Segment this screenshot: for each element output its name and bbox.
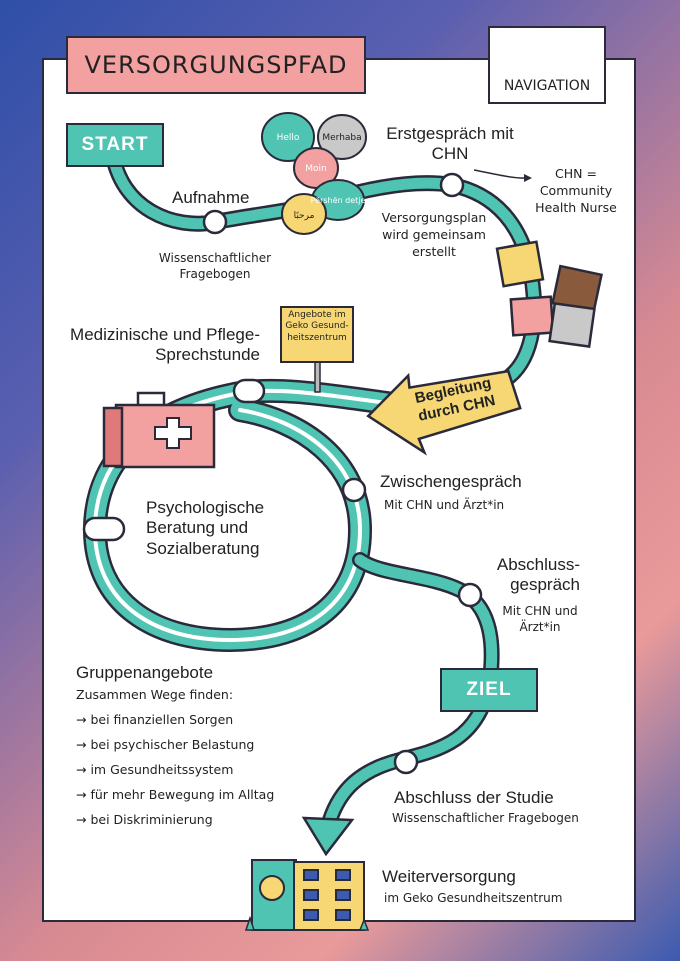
bubble-moin: Moin — [305, 164, 326, 174]
milestone-aufnahme — [202, 209, 228, 235]
begleitung-arrow-icon — [366, 369, 522, 456]
gruppen-section: Gruppenangebote Zusammen Wege finden: → … — [76, 663, 316, 837]
label-chn-note: CHN = Community Health Nurse — [535, 166, 617, 215]
bubble-hello: Hello — [277, 133, 300, 143]
list-item: → bei psychischer Belastung — [76, 737, 255, 753]
label-zwischen: Zwischengespräch — [380, 472, 522, 491]
milestone-psycho — [82, 516, 126, 542]
gruppen-list: → bei finanziellen Sorgen → bei psychisc… — [76, 712, 316, 828]
list-item: → für mehr Bewegung im Alltag — [76, 786, 275, 802]
label-weiter-sub: im Geko Gesundheitszentrum — [384, 891, 563, 905]
puzzle-icon — [495, 240, 603, 349]
label-aufnahme: Aufnahme — [172, 188, 250, 207]
list-item: → bei Diskriminierung — [76, 811, 213, 827]
gruppen-intro: Zusammen Wege finden: — [76, 687, 234, 703]
bubble-pershendetje: Përshën detje — [311, 196, 366, 205]
navigation-label: NAVIGATION — [503, 78, 591, 94]
label-studie-sub: Wissenschaftlicher Fragebogen — [392, 811, 579, 825]
milestone-abschluss — [457, 582, 483, 608]
bubble-merhaba: Merhaba — [322, 133, 361, 143]
page-title: VERSORGUNGSPFAD — [66, 36, 366, 94]
label-psycho: Psychologische Beratung und Sozialberatu… — [146, 498, 265, 558]
list-item: → bei finanziellen Sorgen — [76, 712, 234, 728]
label-versorgungsplan: Versorgungsplan wird gemeinsam erstellt — [381, 210, 487, 259]
ziel-box: ZIEL — [440, 668, 538, 712]
label-zwischen-sub: Mit CHN und Ärzt*in — [384, 498, 505, 512]
milestone-studie — [393, 749, 419, 775]
navigation-logo: NAVIGATION — [488, 26, 606, 104]
start-box: START — [66, 123, 164, 167]
path-arrowhead — [301, 816, 355, 857]
sign-text: Angebote im Geko Gesund-heitszentrum — [285, 310, 349, 343]
label-aufnahme-sub: Wissenschaftlicher Fragebogen — [158, 251, 272, 282]
label-abschluss-sub: Mit CHN und Ärzt*in — [502, 604, 578, 635]
chn-note-arrow — [473, 169, 525, 179]
milestone-erstgespraech — [439, 172, 465, 198]
speech-bubbles — [261, 112, 367, 235]
milestone-sprechstunde — [232, 378, 266, 404]
label-erstgespraech: Erstgespräch mit CHN — [386, 124, 514, 164]
label-weiter: Weiterversorgung — [382, 867, 516, 886]
building-icon — [251, 859, 365, 931]
bubble-arabic: مرحبًا — [294, 211, 315, 221]
medical-case-icon — [102, 391, 216, 469]
label-sprechstunde: Medizinische und Pflege-Sprechstunde — [70, 325, 260, 365]
label-abschluss: Abschluss-gespräch — [496, 555, 580, 595]
plant-icon — [244, 915, 370, 931]
list-item: → im Gesundheitssystem — [76, 762, 234, 778]
label-studie: Abschluss der Studie — [394, 788, 554, 807]
sign-post-icon — [280, 306, 354, 393]
gruppen-title: Gruppenangebote — [76, 663, 214, 682]
milestone-zwischen — [341, 477, 367, 503]
